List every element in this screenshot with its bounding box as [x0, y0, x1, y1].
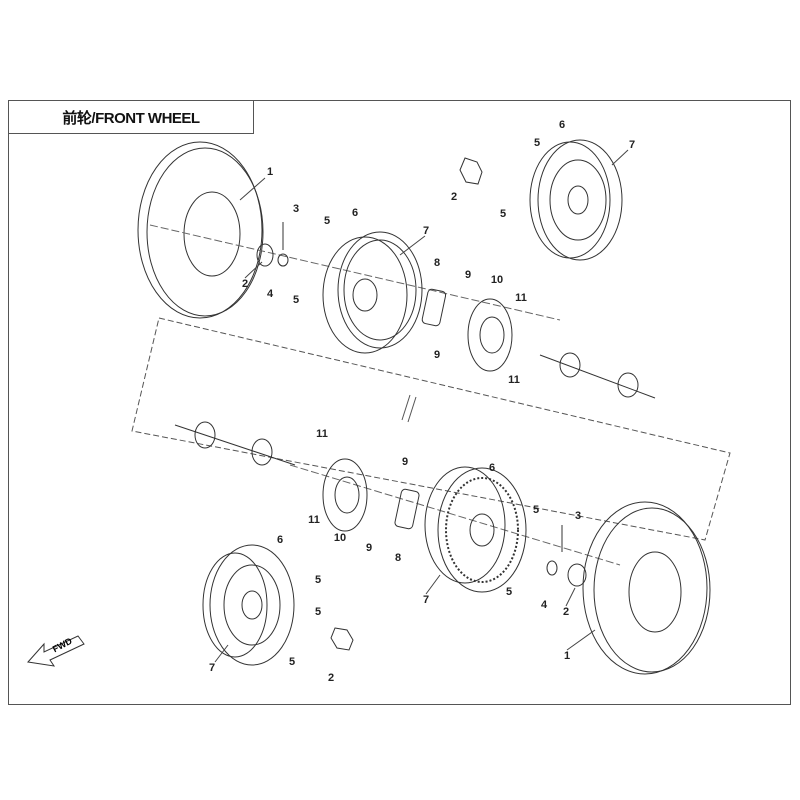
hub-cap-lower-left — [330, 627, 354, 651]
tire-upper-left — [137, 141, 264, 319]
callout-label: 5 — [292, 294, 300, 306]
diagram-title: 前轮/FRONT WHEEL — [8, 100, 254, 134]
callout-label: 7 — [422, 225, 430, 237]
hub-upper — [421, 288, 447, 327]
fwd-arrow-icon — [27, 635, 85, 667]
callout-label: 7 — [208, 662, 216, 674]
callout-label: 5 — [314, 574, 322, 586]
callout-label: 11 — [308, 514, 320, 526]
hub-cap-upper — [256, 243, 274, 267]
callout-label: 3 — [292, 203, 300, 215]
callout-label: 6 — [276, 534, 284, 546]
fwd-direction-marker: FWD — [26, 630, 96, 670]
callout-label: 8 — [433, 257, 441, 269]
callout-label: 5 — [533, 137, 541, 149]
alloy-wheel-upper — [322, 231, 423, 354]
callout-label: 5 — [532, 504, 540, 516]
nut-upper — [277, 253, 289, 267]
alloy-wheel-lower — [424, 466, 527, 593]
callout-label: 1 — [266, 166, 274, 178]
callout-label: 11 — [508, 374, 520, 386]
hub-cap-lower — [567, 563, 587, 587]
break-mark — [401, 394, 411, 421]
callout-label: 11 — [515, 292, 527, 304]
callout-label: 7 — [628, 139, 636, 151]
callout-label: 3 — [574, 510, 582, 522]
callout-label: 5 — [314, 606, 322, 618]
callout-label: 9 — [464, 269, 472, 281]
callout-label: 4 — [266, 288, 274, 300]
callout-label: 11 — [316, 428, 328, 440]
callout-label: 2 — [450, 191, 458, 203]
leader-lines — [214, 149, 629, 663]
callout-label: 8 — [394, 552, 402, 564]
callout-label: 2 — [327, 672, 335, 684]
callout-label: 4 — [540, 599, 548, 611]
callout-label: 1 — [563, 650, 571, 662]
callout-label: 6 — [351, 207, 359, 219]
diagram-frame — [8, 100, 791, 705]
cv-axle-upper — [539, 352, 656, 399]
tire-lower-right — [582, 501, 711, 675]
callout-label: 9 — [433, 349, 441, 361]
callout-label: 5 — [499, 208, 507, 220]
brake-disc-upper — [467, 298, 513, 372]
callout-label: 6 — [558, 119, 566, 131]
callout-label: 2 — [562, 606, 570, 618]
callout-label: 5 — [505, 586, 513, 598]
callout-label: 5 — [288, 656, 296, 668]
callout-label: 6 — [488, 462, 496, 474]
callout-label: 2 — [241, 278, 249, 290]
steel-wheel-lower-left — [202, 544, 295, 666]
cv-axle-lower — [174, 421, 296, 466]
drive-shaft-dashed-box — [131, 317, 731, 541]
callout-label: 10 — [490, 274, 504, 286]
steel-wheel-upper-right — [529, 139, 623, 261]
hub-cap-upper-right — [459, 157, 483, 185]
hub-lower — [394, 488, 420, 530]
nut-lower — [546, 560, 558, 576]
brake-disc-lower — [322, 458, 368, 532]
callout-label: 10 — [333, 532, 347, 544]
callout-label: 9 — [365, 542, 373, 554]
callout-label: 5 — [323, 215, 331, 227]
callout-label: 9 — [401, 456, 409, 468]
callout-label: 7 — [422, 594, 430, 606]
